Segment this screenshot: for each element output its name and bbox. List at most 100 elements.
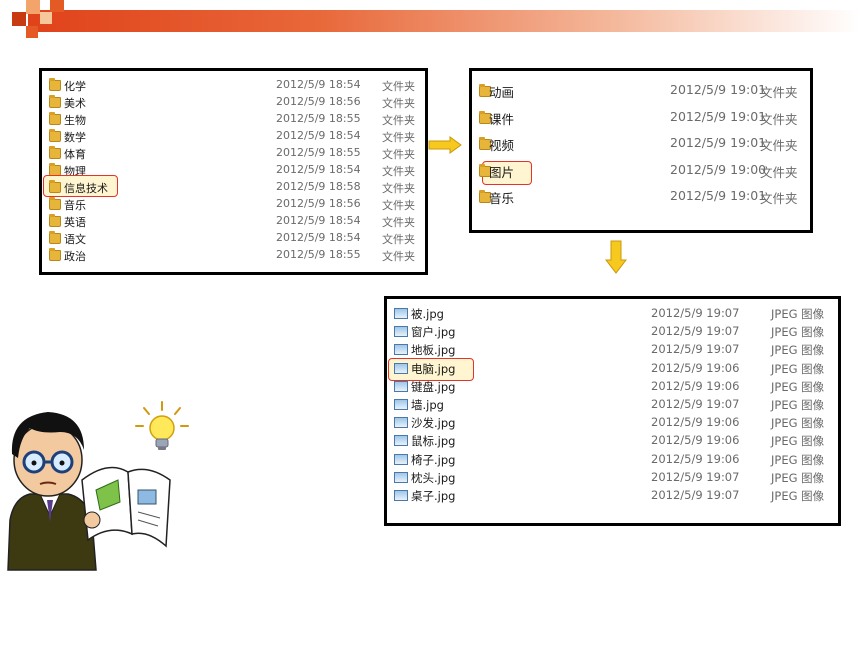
image-file-icon [394,471,408,483]
modified-date: 2012/5/9 18:58 [276,180,361,193]
modified-date: 2012/5/9 19:07 [651,469,740,484]
file-type: 文件夹 [382,148,415,161]
modified-date: 2012/5/9 19:06 [651,451,740,466]
modified-date: 2012/5/9 19:07 [651,324,740,339]
teacher-illustration [7,412,171,571]
folder-icon [49,78,61,91]
header-square [26,0,40,14]
folder-icon [49,129,61,142]
folder-icon [49,197,61,210]
file-type: 文件夹 [382,216,415,229]
header-square [26,26,38,38]
arrow-down-icon [605,240,627,274]
file-type: JPEG 图像 [771,470,825,485]
modified-date: 2012/5/9 19:01 [670,82,767,97]
file-name: 被.jpg [411,307,444,321]
folder-icon [49,214,61,227]
file-name: 数学 [64,131,86,144]
file-type: 文件夹 [760,111,798,127]
file-type: JPEG 图像 [771,361,825,376]
file-type: 文件夹 [760,191,798,206]
image-file-icon [394,453,408,465]
folder-row[interactable]: 数学 2012/5/9 18:54 文件夹 [42,128,425,145]
image-file-icon [394,417,408,429]
image-file-row[interactable]: 窗户.jpg 2012/5/9 19:07 JPEG 图像 [387,323,838,341]
file-type: 文件夹 [760,164,798,180]
file-type: JPEG 图像 [771,325,825,340]
folder-icon [49,248,61,261]
file-name: 电脑.jpg [411,361,456,376]
file-name: 化学 [64,80,86,93]
arrow-right-icon [428,136,462,154]
image-file-icon [394,344,408,356]
folder-icon [49,112,61,125]
header-square [40,12,52,24]
file-name: 音乐 [64,199,86,212]
file-type: 文件夹 [382,114,415,127]
modified-date: 2012/5/9 18:55 [276,248,361,261]
file-name: 视频 [489,138,515,153]
file-type: JPEG 图像 [771,379,825,394]
file-type: 文件夹 [760,85,798,100]
lightbulb-icon [135,401,189,450]
file-name: 英语 [64,216,86,229]
file-name: 音乐 [489,191,515,206]
file-name: 桌子.jpg [411,489,456,503]
file-type: 文件夹 [382,131,415,144]
selection-highlight [388,357,474,381]
file-type: 文件夹 [382,80,415,93]
modified-date: 2012/5/9 18:54 [276,129,361,142]
file-name: 窗户.jpg [411,325,456,340]
modified-date: 2012/5/9 19:01 [670,188,767,203]
folder-icon [479,84,491,97]
file-name: 椅子.jpg [411,452,456,467]
file-name: 地板.jpg [411,343,456,358]
modified-date: 2012/5/9 19:01 [670,135,767,150]
header-gradient-bar [28,10,860,32]
file-type: 文件夹 [382,250,415,263]
image-file-row[interactable]: 电脑.jpg 2012/5/9 19:06 JPEG 图像 [387,357,838,381]
modified-date: 2012/5/9 18:56 [276,95,361,108]
modified-date: 2012/5/9 19:06 [651,378,740,393]
file-name: 体育 [64,148,86,161]
folder-icon [49,146,61,159]
file-name: 信息技术 [64,182,108,195]
header-square [12,12,26,26]
file-type: JPEG 图像 [771,307,825,321]
modified-date: 2012/5/9 18:54 [276,163,361,176]
modified-date: 2012/5/9 19:07 [651,306,740,320]
file-name: 动画 [489,85,515,100]
modified-date: 2012/5/9 19:06 [651,360,740,375]
image-file-icon [394,308,408,319]
image-file-row[interactable]: 被.jpg 2012/5/9 19:07 JPEG 图像 [387,305,838,323]
folder-icon [49,95,61,108]
file-name: 图片 [489,164,515,180]
file-type: JPEG 图像 [771,343,825,358]
